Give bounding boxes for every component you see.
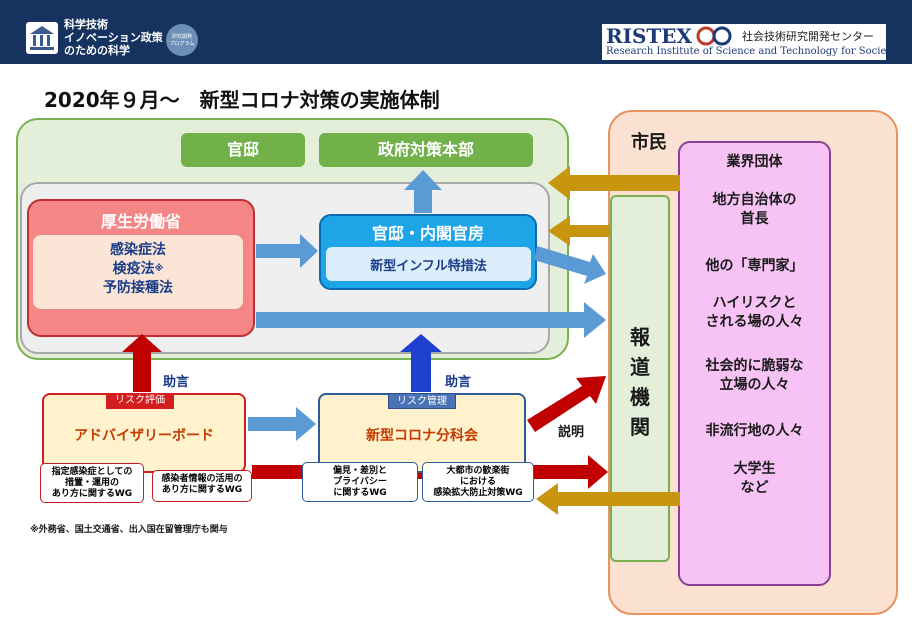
page-title: 2020年９月～ 新型コロナ対策の実施体制 <box>44 88 440 112</box>
wg-line: 大都市の歓楽街 <box>446 466 510 476</box>
wg-box: 大都市の歓楽街 における 感染拡大防止対策WG <box>422 462 534 502</box>
mhlw-title: 厚生労働省 <box>100 212 181 231</box>
wg-line: あり方に関するWG <box>161 485 243 495</box>
blue-up-arrow <box>400 334 442 392</box>
task-force-box: 政府対策本部 <box>319 133 533 167</box>
wg-line: 指定感染症としての <box>51 467 133 477</box>
media-char: 道 <box>630 355 650 379</box>
gold-arrow <box>548 216 610 246</box>
group-item: 社会的に脆弱な 立場の人々 <box>705 358 804 393</box>
group-item: 他の「専門家」 <box>705 258 804 274</box>
red-arrow <box>527 376 606 432</box>
badge-line: プログラム <box>169 41 195 47</box>
group-item: 非流行地の人々 <box>705 423 804 439</box>
citizens-title: 市民 <box>631 132 667 153</box>
blue-arrow <box>256 234 318 268</box>
footnote: ※外務省、国土交通省、出入国在留管理庁も関与 <box>30 525 228 535</box>
group-item: ハイリスクと される場の人々 <box>705 295 804 330</box>
org-line: イノベーション政策 <box>64 31 163 44</box>
red-up-arrow <box>122 334 162 392</box>
group-item: 大学生 など <box>733 461 776 496</box>
ristex-japanese-name: 社会技術研究開発センター <box>742 30 874 43</box>
subcommittee-name: 新型コロナ分科会 <box>366 428 478 444</box>
advisory-board-name: アドバイザリーボード <box>74 428 214 444</box>
media-char: 機 <box>630 385 650 409</box>
media-label: 報 道 機 関 <box>610 322 670 442</box>
badge-line: 研究開発 <box>171 34 192 40</box>
group-item: 地方自治体の 首長 <box>712 192 797 227</box>
gold-arrow <box>548 166 680 200</box>
ristex-wordmark: RISTEX <box>606 24 693 48</box>
media-char: 関 <box>630 415 650 439</box>
ristex-english-name: Research Institute of Science and Techno… <box>606 46 897 57</box>
law-item: 感染症法 <box>110 242 166 258</box>
wg-line: あり方に関するWG <box>51 489 133 499</box>
wg-line: プライバシー <box>333 477 387 487</box>
advice-label: 助言 <box>445 375 472 390</box>
blue-arrow <box>248 407 316 441</box>
wg-line: における <box>459 477 496 487</box>
law-item-text: 検疫法 <box>112 261 155 277</box>
law-list: 感染症法 検疫法※ 予防接種法 <box>33 241 243 298</box>
law-footnote-mark: ※ <box>154 264 164 274</box>
program-name: 科学技術 イノベーション政策 のための科学 <box>64 18 163 57</box>
wg-line: 偏見・差別と <box>332 466 387 476</box>
wg-line: 感染者情報の活用の <box>161 474 243 484</box>
kantei-box: 官邸 <box>181 133 305 167</box>
building-icon <box>26 22 58 54</box>
explain-label: 説明 <box>558 425 585 440</box>
media-char: 報 <box>630 325 650 349</box>
up-arrow <box>404 170 442 213</box>
law-item: 検疫法※ <box>33 260 243 279</box>
wg-line: 感染拡大防止対策WG <box>433 488 523 498</box>
law-item: 予防接種法 <box>103 280 173 296</box>
wg-line: に関するWG <box>333 488 387 498</box>
gold-arrow <box>536 483 680 515</box>
org-line: のための科学 <box>64 44 130 57</box>
cabinet-law-box <box>326 247 531 281</box>
risk-management-tag: リスク管理 <box>388 393 456 409</box>
wg-line: 措置・運用の <box>64 478 119 488</box>
risk-assessment-tag: リスク評価 <box>106 393 174 409</box>
group-item: 業界団体 <box>726 154 783 170</box>
ristex-logo: RISTEX 社会技術研究開発センター Research Institute o… <box>602 24 896 60</box>
wg-box: 偏見・差別と プライバシー に関するWG <box>302 462 418 502</box>
cabinet-title: 官邸・内閣官房 <box>371 224 484 243</box>
mhlw-laws <box>33 235 243 309</box>
advice-label: 助言 <box>163 375 190 390</box>
blue-arrow <box>534 246 606 284</box>
wg-box: 感染者情報の活用の あり方に関するWG <box>152 470 252 502</box>
wg-box: 指定感染症としての 措置・運用の あり方に関するWG <box>40 463 144 503</box>
cabinet-law: 新型インフル特措法 <box>370 259 487 274</box>
program-badge: 研究開発 プログラム <box>166 24 198 56</box>
org-line: 科学技術 <box>64 18 108 31</box>
stakeholder-groups <box>678 141 831 586</box>
rings-icon <box>696 26 732 46</box>
blue-arrow <box>256 302 606 338</box>
